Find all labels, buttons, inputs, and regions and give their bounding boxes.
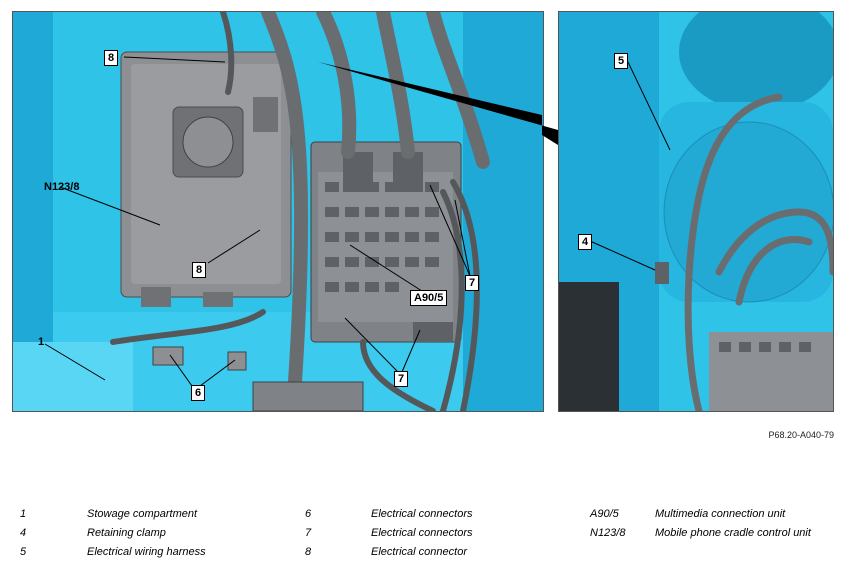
callout-7-bottom: 7 — [394, 371, 409, 387]
legend-number: 8 — [305, 546, 312, 558]
legend-description: Stowage compartment — [87, 508, 198, 520]
legend-number: 6 — [305, 508, 312, 520]
legend-number: 1 — [20, 508, 27, 520]
legend-description: Electrical connector — [371, 546, 467, 558]
legend-row: 1 Stowage compartment — [20, 505, 206, 524]
legend-column-1: 1 Stowage compartment 4 Retaining clamp … — [20, 505, 206, 562]
callout-7-right: 7 — [465, 275, 480, 291]
legend-description: Electrical connectors — [371, 508, 473, 520]
legend-row: 7 Electrical connectors — [305, 524, 473, 543]
legend-row: 8 Electrical connector — [305, 543, 473, 562]
legend-description: Mobile phone cradle control unit — [655, 527, 811, 539]
callout-n123-8: N123/8 — [44, 181, 80, 193]
legend-row: 6 Electrical connectors — [305, 505, 473, 524]
legend-description: Retaining clamp — [87, 527, 166, 539]
legend-row: 5 Electrical wiring harness — [20, 543, 206, 562]
legend-column-3: A90/5 Multimedia connection unit N123/8 … — [590, 505, 811, 543]
callout-1: 1 — [38, 336, 45, 348]
figure-reference-code: P68.20-A040-79 — [768, 430, 834, 440]
callout-6: 6 — [191, 385, 206, 401]
legend-column-2: 6 Electrical connectors 7 Electrical con… — [305, 505, 473, 562]
legend-row: 4 Retaining clamp — [20, 524, 206, 543]
legend-description: Electrical wiring harness — [87, 546, 206, 558]
wiring-harness-detail — [684, 93, 833, 411]
callout-8-mid: 8 — [192, 262, 207, 278]
main-illustration — [12, 11, 544, 412]
main-illustration-drawing — [13, 12, 543, 411]
legend-number: N123/8 — [590, 527, 626, 539]
legend-description: Multimedia connection unit — [655, 508, 786, 520]
detail-illustration — [558, 11, 834, 412]
a90-5-multimedia-unit — [310, 141, 462, 343]
callout-a90-5: A90/5 — [410, 290, 448, 306]
legend-description: Electrical connectors — [371, 527, 473, 539]
callout-8-top: 8 — [104, 50, 119, 66]
detail-illustration-drawing — [559, 12, 833, 411]
legend-number: A90/5 — [590, 508, 619, 520]
legend-row: A90/5 Multimedia connection unit — [590, 505, 811, 524]
callout-5: 5 — [614, 53, 629, 69]
legend-row: N123/8 Mobile phone cradle control unit — [590, 524, 811, 543]
retaining-clamp — [655, 262, 669, 284]
legend-number: 4 — [20, 527, 27, 539]
legend-number: 7 — [305, 527, 312, 539]
legend-number: 5 — [20, 546, 27, 558]
callout-4: 4 — [578, 234, 593, 250]
